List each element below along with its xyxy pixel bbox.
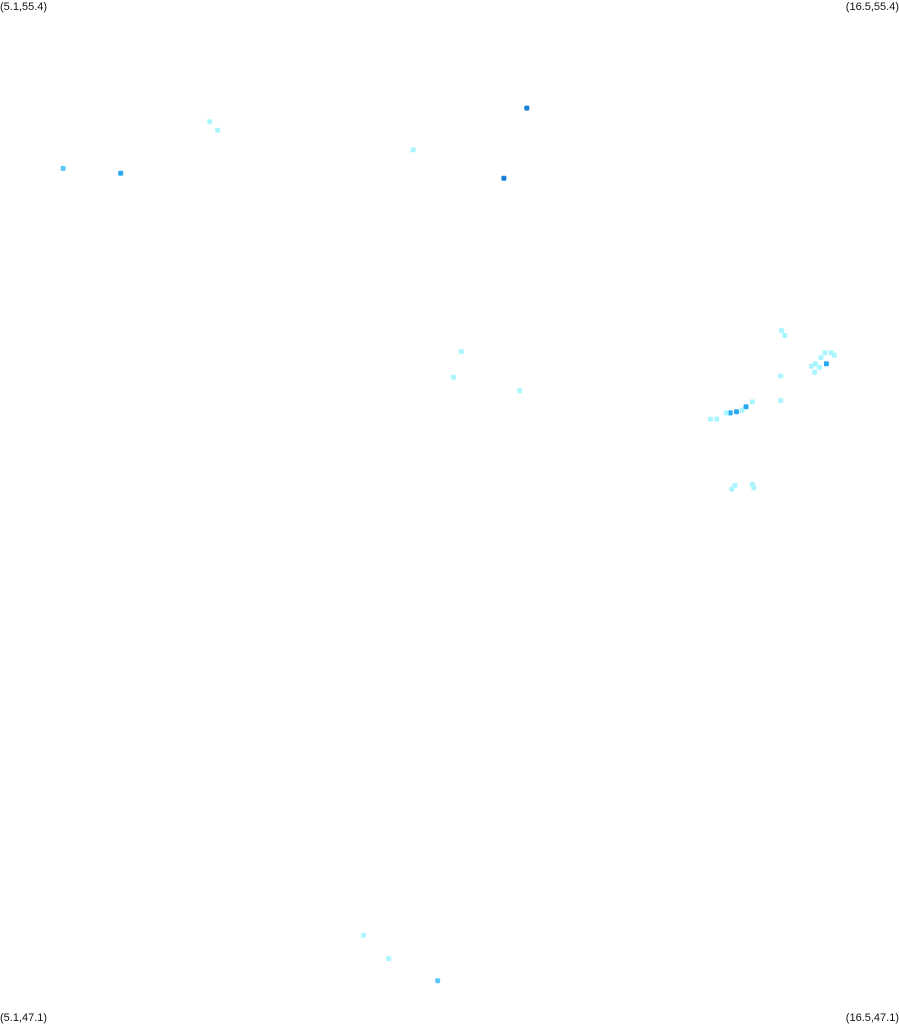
data-point (812, 369, 818, 375)
corner-label-top-left: (5.1,55.4) (0, 1, 48, 13)
data-point (778, 398, 784, 404)
data-point (410, 147, 416, 153)
data-point (734, 409, 739, 415)
data-point (435, 978, 441, 984)
data-point (739, 408, 745, 413)
data-point (732, 482, 738, 488)
data-point (778, 373, 784, 379)
data-point (823, 361, 829, 367)
data-point (361, 932, 366, 938)
data-point (809, 363, 814, 369)
data-point (458, 349, 464, 354)
data-point (729, 486, 735, 492)
corner-label-bottom-left: (5.1,47.1) (0, 1012, 48, 1024)
data-point (714, 416, 720, 422)
data-point (723, 410, 729, 416)
data-point (812, 361, 818, 367)
data-point (822, 350, 828, 356)
data-point (450, 374, 456, 380)
data-point (743, 404, 749, 410)
data-point (708, 416, 713, 422)
data-point (828, 350, 834, 356)
data-point (386, 956, 392, 962)
data-point (501, 175, 507, 181)
data-point (727, 410, 733, 416)
data-point (782, 333, 788, 338)
data-point (524, 105, 530, 111)
data-point (207, 119, 213, 125)
data-point (749, 399, 755, 405)
data-point (751, 485, 757, 491)
data-point (818, 355, 824, 361)
data-point (118, 170, 124, 176)
data-point (517, 388, 523, 394)
data-point (215, 127, 221, 133)
corner-label-bottom-right: (16.5,47.1) (845, 1012, 899, 1024)
data-points-layer (60, 105, 837, 984)
data-point (779, 328, 784, 334)
corner-label-top-right: (16.5,55.4) (845, 1, 899, 13)
data-point (816, 364, 822, 370)
data-point (60, 165, 66, 171)
